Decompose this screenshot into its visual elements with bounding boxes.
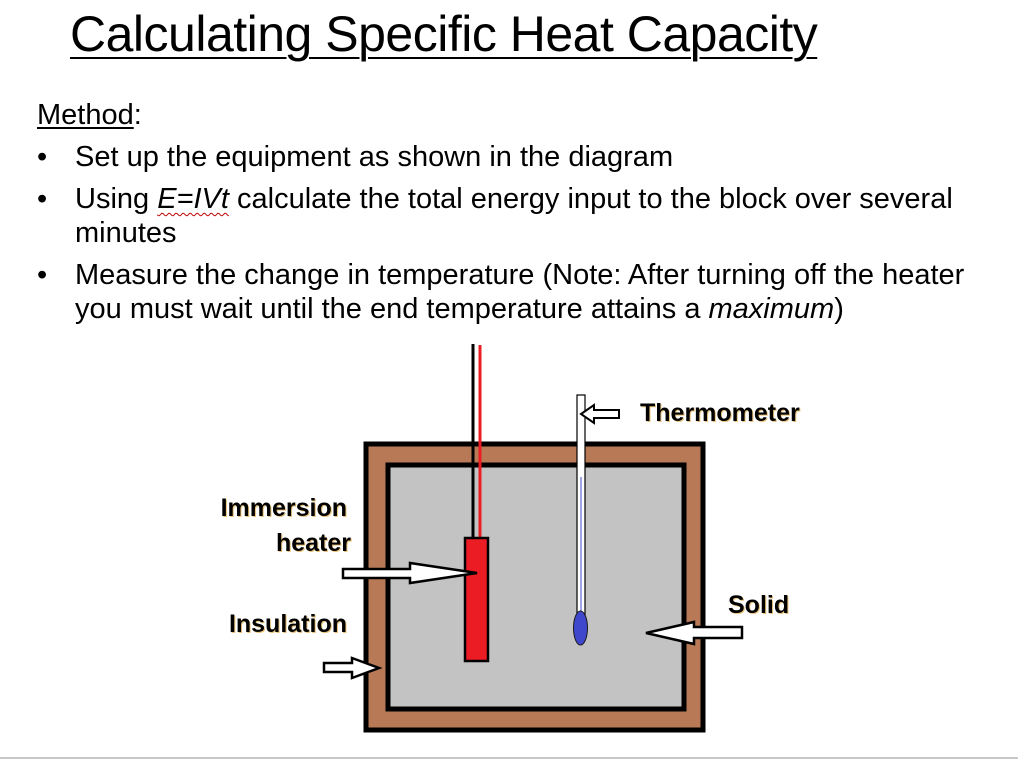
thermometer-bulb: [573, 610, 588, 646]
method-step-1: • Set up the equipment as shown in the d…: [37, 140, 1012, 174]
solid-label: Solid: [728, 591, 790, 619]
insulation-label: Insulation: [228, 610, 347, 638]
energy-formula: E=IVt: [157, 183, 229, 215]
insulation-arrow: [322, 656, 383, 680]
immersion-heater-label-line2: heater: [275, 529, 351, 557]
step-text-suffix: ): [834, 293, 844, 325]
method-step-2: • Using E=IVt calculate the total energy…: [37, 182, 1012, 250]
thermometer-label: Thermometer: [640, 399, 800, 427]
heater-arrow: [341, 561, 478, 585]
slide-title: Calculating Specific Heat Capacity: [70, 6, 818, 62]
slide-bottom-divider: [0, 757, 1018, 759]
method-colon: :: [133, 99, 142, 131]
step-text-prefix: Measure the change in temperature (Note:…: [75, 259, 965, 325]
thermometer-arrow: [579, 403, 620, 425]
emphasis-maximum: maximum: [708, 293, 835, 325]
step-text-suffix: calculate the total energy input to the …: [75, 183, 953, 249]
method-steps-list: • Set up the equipment as shown in the d…: [37, 140, 1012, 334]
method-step-3: • Measure the change in temperature (Not…: [37, 258, 1012, 326]
solid-arrow: [645, 620, 744, 646]
step-text: Using E=IVt calculate the total energy i…: [75, 182, 1012, 250]
bullet-icon: •: [37, 259, 48, 291]
step-text: Measure the change in temperature (Note:…: [75, 258, 1012, 326]
step-text: Set up the equipment as shown in the dia…: [75, 141, 674, 173]
solid-block: [385, 462, 687, 712]
bullet-icon: •: [37, 141, 48, 173]
immersion-heater-label-line1: Immersion: [220, 494, 347, 522]
method-label: Method: [37, 99, 134, 131]
immersion-heater: [463, 536, 490, 663]
bullet-icon: •: [37, 183, 48, 215]
step-text-prefix: Using: [75, 183, 158, 215]
method-heading: Method:: [37, 97, 142, 133]
